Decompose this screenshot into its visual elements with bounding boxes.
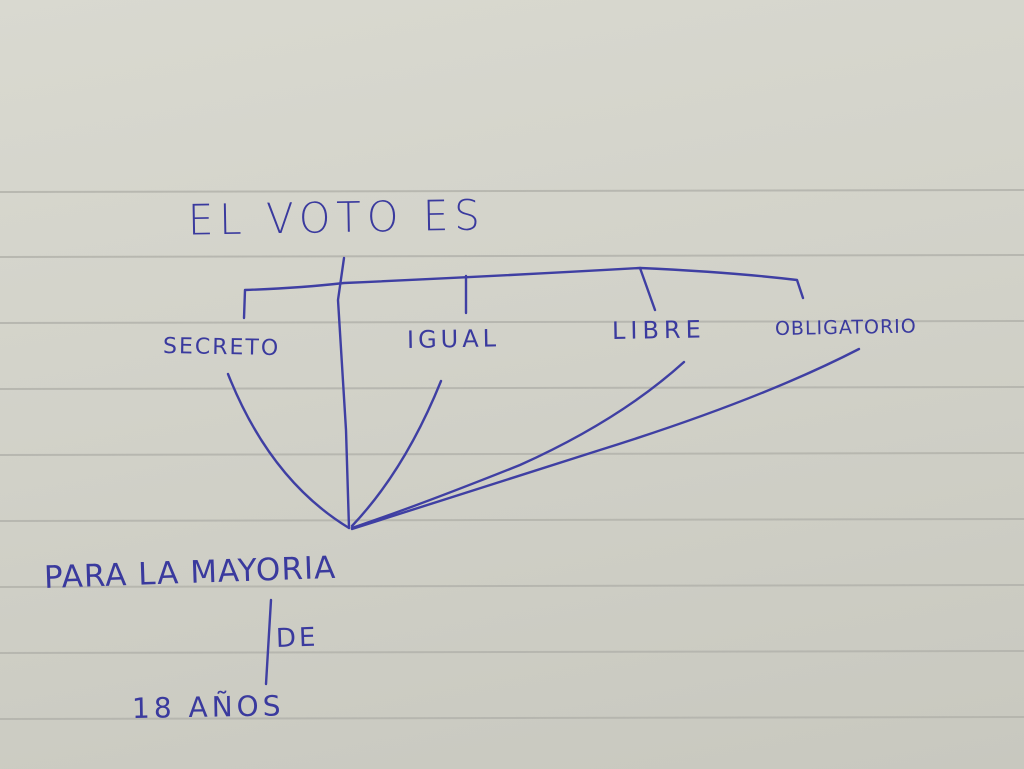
branch-libre: LIBRE xyxy=(611,315,706,345)
branch-secreto: SECRETO xyxy=(162,334,281,362)
line-from-obligatorio xyxy=(350,347,861,531)
bracket-line xyxy=(242,266,805,320)
bottom-text-anios: 18 AÑOS xyxy=(131,689,285,725)
note-title: EL VOTO ES xyxy=(187,191,487,246)
branch-igual: IGUAL xyxy=(406,324,501,354)
line-from-secreto xyxy=(226,372,351,530)
line-from-igual xyxy=(350,379,443,528)
ink-diagram-strokes xyxy=(226,256,861,686)
line-from-libre xyxy=(350,360,686,530)
title-stem-line xyxy=(336,256,351,530)
line-to-de xyxy=(264,598,273,686)
bottom-text-de: DE xyxy=(275,622,319,654)
branch-obligatorio: OBLIGATORIO xyxy=(774,315,917,340)
bracket-tick-libre xyxy=(638,266,657,312)
